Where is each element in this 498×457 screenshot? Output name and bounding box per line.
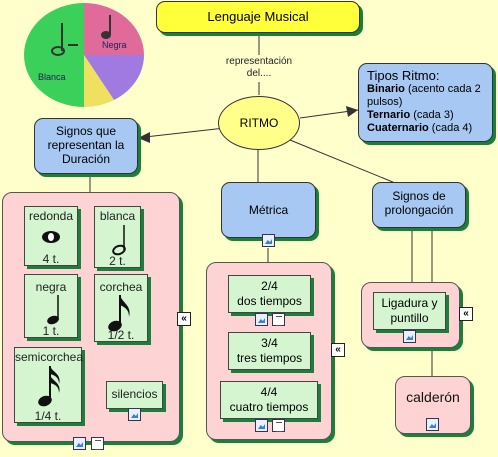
sixteenth-note-icon: [38, 366, 60, 407]
title-node[interactable]: Lenguaje Musical: [156, 1, 360, 33]
half-note-icon: [112, 225, 126, 256]
ligadura-card[interactable]: Ligadura y puntillo: [373, 292, 446, 330]
image-icon[interactable]: [262, 234, 275, 247]
note-card-semicorchea[interactable]: semicorchea 1/4 t.: [14, 347, 84, 423]
note-name: corchea: [99, 280, 143, 294]
compas-label: cuatro tiempos: [229, 400, 309, 414]
document-icon[interactable]: [272, 313, 285, 326]
note-name: semicorchea: [15, 350, 84, 364]
compas-card-3-4[interactable]: 3/4 tres tiempos: [228, 332, 311, 370]
tipos-heading: Tipos Ritmo:: [367, 68, 440, 83]
image-icon[interactable]: [255, 419, 268, 432]
image-icon[interactable]: [426, 418, 439, 431]
note-name: negra: [35, 280, 67, 294]
collapse-chevron-button[interactable]: «: [331, 343, 345, 357]
compas-fraction: 3/4: [261, 336, 278, 350]
note-value: 1/4 t.: [34, 409, 62, 423]
note-card-redonda[interactable]: redonda 4 t.: [24, 206, 78, 266]
compas-card-2-4[interactable]: 2/4 dos tiempos: [228, 275, 311, 313]
link-label: representación del....: [225, 56, 293, 79]
compas-fraction: 4/4: [260, 385, 278, 399]
image-icon[interactable]: [403, 330, 416, 343]
compas-card-4-4[interactable]: 4/4 cuatro tiempos: [220, 381, 318, 419]
collapse-chevron-button[interactable]: «: [177, 312, 191, 326]
note-value: 4 t.: [42, 252, 60, 266]
compas-label: dos tiempos: [237, 294, 302, 308]
whole-note-icon: [42, 231, 60, 243]
note-value: 1 t.: [42, 324, 60, 338]
compas-label: tres tiempos: [236, 351, 303, 365]
calderon-node[interactable]: calderón: [395, 376, 471, 434]
center-node-ritmo[interactable]: RITMO: [218, 96, 300, 150]
tipos-line: Ternario (cada 3): [367, 109, 454, 121]
signos-duracion-node[interactable]: Signos que representan la Duración: [34, 118, 138, 174]
quarter-note-icon: [47, 295, 59, 325]
image-icon[interactable]: [255, 313, 268, 326]
note-name: blanca: [99, 209, 136, 223]
note-value: 2 t.: [109, 254, 126, 268]
metrica-label: Métrica: [248, 203, 289, 217]
tipos-line: Cuaternario (cada 4): [367, 122, 473, 134]
notes-pie-image: Blanca Negra: [24, 3, 144, 107]
eighth-note-icon: [108, 295, 130, 332]
silencios-label: silencios: [111, 387, 158, 401]
collapse-chevron-button[interactable]: «: [459, 307, 473, 321]
note-card-blanca[interactable]: blanca 2 t.: [94, 206, 141, 268]
note-card-corchea[interactable]: corchea 1/2 t.: [94, 274, 148, 342]
note-name: redonda: [28, 209, 74, 223]
pie-label-negra: Negra: [102, 40, 127, 50]
note-value: 1/2 t.: [107, 328, 135, 342]
prolongacion-node[interactable]: Signos de prolongación: [372, 182, 466, 228]
ligadura-label: Ligadura y puntillo: [381, 296, 438, 325]
image-icon[interactable]: [73, 437, 86, 450]
document-icon[interactable]: [272, 419, 285, 432]
calderon-label: calderón: [406, 389, 460, 405]
note-card-negra[interactable]: negra 1 t.: [24, 274, 78, 338]
document-icon[interactable]: [91, 437, 104, 450]
pie-label-blanca: Blanca: [38, 72, 66, 82]
silencios-card[interactable]: silencios: [106, 381, 163, 409]
tipos-ritmo-node[interactable]: Tipos Ritmo: Binario (acento cada 2 puls…: [358, 63, 493, 142]
metrica-node[interactable]: Métrica: [221, 182, 316, 238]
image-icon[interactable]: [128, 408, 141, 421]
tipos-line: Binario (acento cada 2 pulsos): [367, 83, 481, 108]
compas-fraction: 2/4: [261, 279, 278, 293]
